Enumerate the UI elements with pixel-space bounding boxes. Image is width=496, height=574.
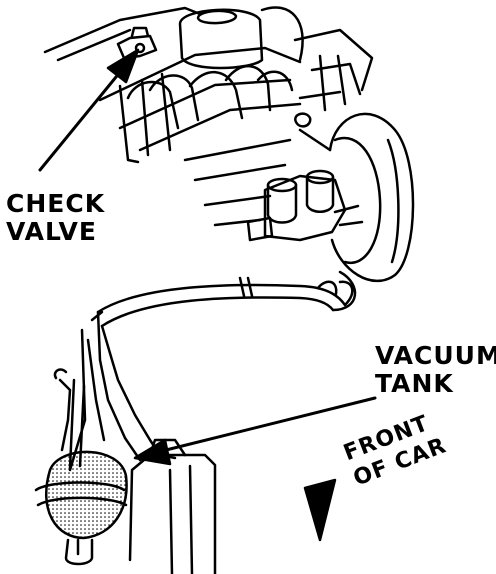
check-valve-label: CHECK VALVE	[6, 189, 106, 246]
master-cylinder	[246, 169, 364, 242]
brake-booster	[294, 112, 415, 283]
vacuum-tank-label: VACUUM TANK	[375, 341, 496, 398]
front-direction-arrow	[303, 478, 337, 542]
engine-block	[43, 6, 374, 227]
vacuum-tank	[34, 378, 128, 566]
vacuum-hose	[96, 270, 357, 462]
leader-arrows	[38, 48, 377, 466]
